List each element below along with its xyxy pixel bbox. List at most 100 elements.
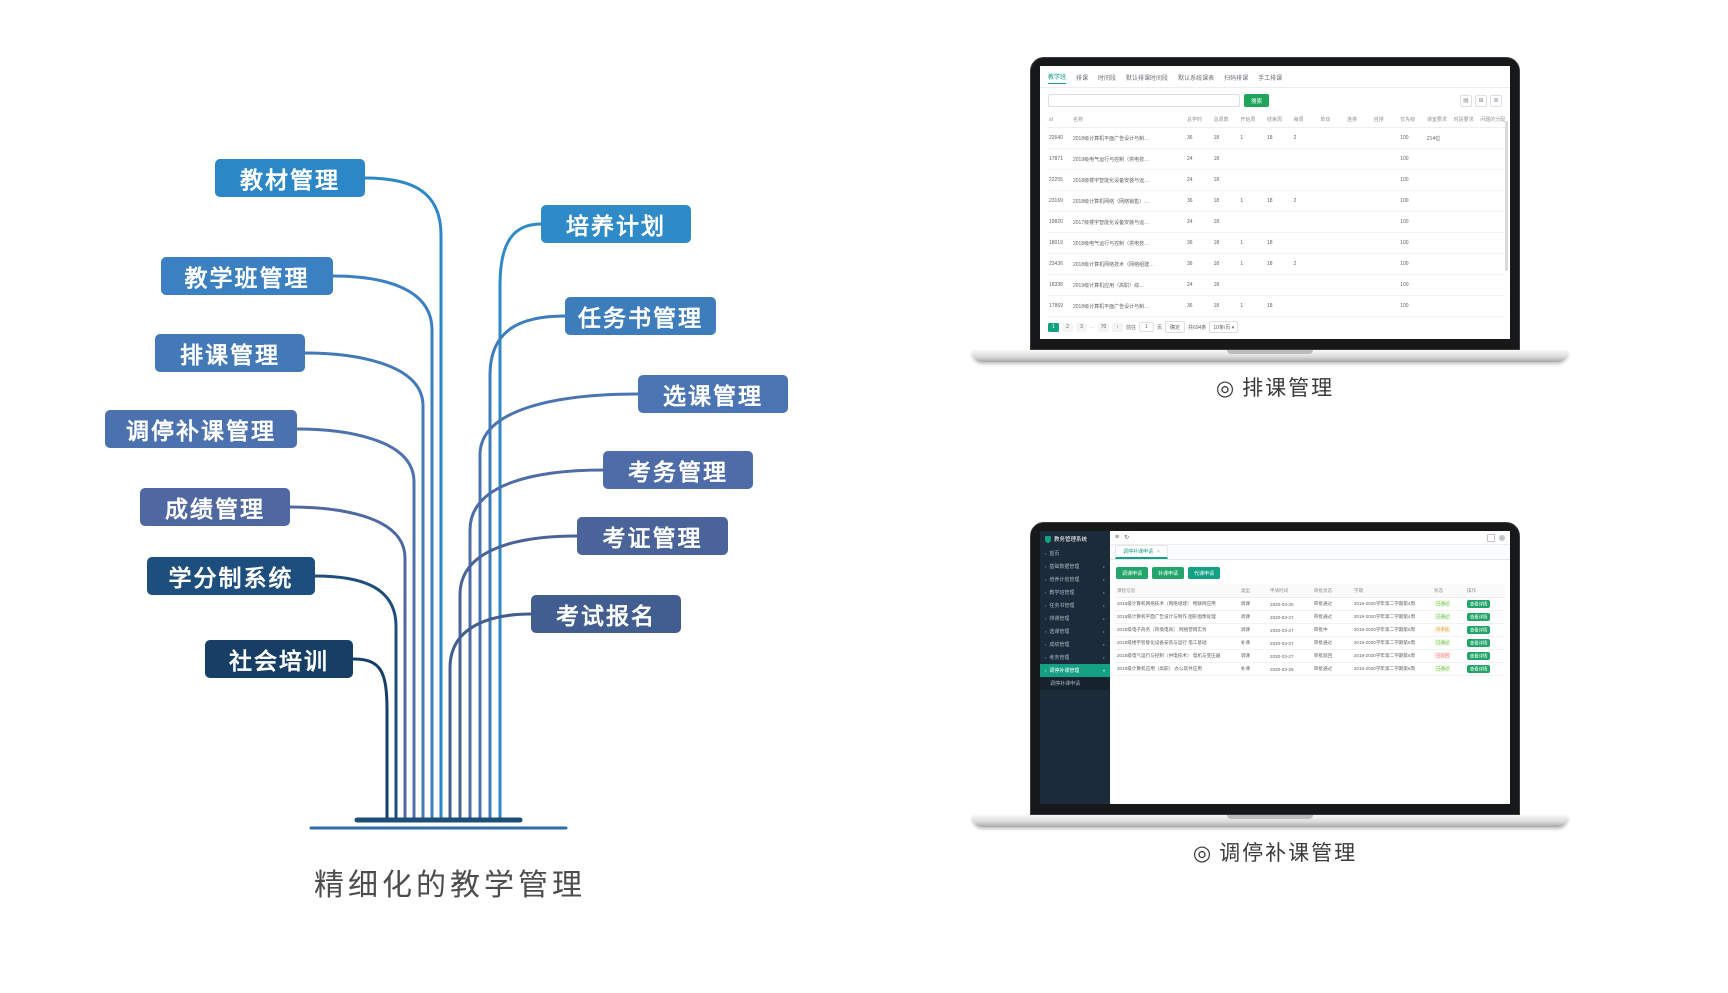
caption-text: 排课管理: [1242, 377, 1335, 400]
table-cell: [1478, 295, 1505, 317]
avatar[interactable]: [1499, 534, 1505, 541]
table-cell: 审批驳回: [1311, 649, 1352, 663]
table-cell: [1451, 190, 1479, 212]
adjust-class-button[interactable]: 调课申请: [1116, 567, 1149, 579]
sidebar-item-exam-affairs[interactable]: ▪考务管理▸: [1040, 651, 1110, 664]
table-cell: [1264, 211, 1292, 233]
table-cell: [1478, 274, 1505, 296]
confirm-button[interactable]: 确定: [1165, 321, 1186, 333]
table-cell: 2020-03-26: [1268, 662, 1312, 676]
sidebar-item-course-selection[interactable]: ▪选课管理▸: [1040, 625, 1110, 638]
page-button[interactable]: 70: [1098, 322, 1109, 332]
sidebar-item-makeup-apply[interactable]: 调停补课申请: [1040, 677, 1110, 690]
table-cell: [1238, 211, 1265, 233]
table-cell: 17869: [1047, 295, 1071, 317]
table-cell: [1424, 274, 1452, 296]
tab-default-timetable[interactable]: 默认系统课表: [1178, 76, 1215, 82]
table-cell: 18: [1211, 274, 1239, 296]
fullscreen-icon[interactable]: [1487, 533, 1495, 542]
next-page-button[interactable]: ›: [1112, 322, 1123, 332]
sidebar-item-task-book[interactable]: ▪任务书管理▸: [1040, 599, 1110, 612]
table-cell: 22255: [1047, 169, 1071, 191]
tab-scan-scheduling[interactable]: 扫码排课: [1224, 76, 1249, 82]
chevron-right-icon: ▸: [1102, 616, 1105, 621]
list-view-icon[interactable]: ▤: [1460, 94, 1472, 107]
hamburger-icon[interactable]: ≡: [1115, 534, 1120, 541]
sidebar-item-scheduling[interactable]: ▪排课管理▸: [1040, 612, 1110, 625]
page-button[interactable]: 2: [1062, 322, 1073, 332]
table-cell: 18019: [1047, 232, 1071, 254]
search-input[interactable]: [1048, 94, 1240, 107]
sidebar-item-teaching-class[interactable]: ▪教学班管理▸: [1040, 586, 1110, 599]
sidebar-item-training-plan[interactable]: ▪培养计划管理▸: [1040, 573, 1110, 586]
view-detail-button[interactable]: 查看详情: [1466, 625, 1491, 634]
table-cell: [1424, 190, 1452, 212]
tab-manual-scheduling[interactable]: 手工排课: [1258, 76, 1283, 82]
substitute-class-button[interactable]: 代课申请: [1188, 567, 1221, 579]
tab-teaching-class[interactable]: 教学班: [1048, 72, 1067, 84]
per-page-select[interactable]: 10条/页 ▾: [1209, 321, 1239, 333]
table-cell: 36: [1185, 253, 1212, 275]
close-icon[interactable]: ×: [1157, 548, 1160, 555]
grid-view-icon[interactable]: ⊞: [1475, 94, 1487, 107]
table-cell: 查看详情: [1464, 636, 1505, 650]
table-cell: [1291, 274, 1319, 296]
table-cell: 1: [1238, 253, 1265, 275]
sidebar-item-grades[interactable]: ▪成绩管理▸: [1040, 638, 1110, 651]
table-cell: [1291, 232, 1319, 254]
table-cell: 2018级计算机平面广告设计与制…: [1071, 295, 1185, 317]
table-cell: [1371, 127, 1399, 149]
table-header-row: id 名称 总学时 总周数 开始周 结束周 每周 单双 连排 自排 优先级 课室…: [1047, 112, 1505, 128]
table-cell: [1318, 295, 1345, 317]
circle-bullet-icon: ◎: [1215, 377, 1237, 400]
laptop1-screen: 教学班 排课 时间段 默认排课时间段 默认系统课表 扫码排课 手工排课 搜索 ▤…: [1030, 57, 1520, 350]
view-detail-button[interactable]: 查看详情: [1466, 651, 1491, 660]
menu-dot-icon: ▪: [1045, 603, 1047, 608]
makeup-class-button[interactable]: 补课申请: [1152, 567, 1185, 579]
tab-makeup-apply[interactable]: 调停补课申请 ×: [1115, 545, 1168, 559]
main-area: ≡ ↻ 调停补课申请 × 调课申请 补课申请 代课申请: [1110, 531, 1510, 804]
table-cell: 24: [1185, 169, 1212, 191]
table-cell: 2020-03-27: [1268, 636, 1312, 650]
table-cell: [1424, 295, 1452, 317]
laptop2-display: 教务管理系统 ▪首页 ▪基础数据管理▸ ▪培养计划管理▸ ▪教学班管理▸ ▪任务…: [1040, 531, 1510, 804]
sidebar-item-makeup-management[interactable]: ▪调停补课管理▾: [1040, 664, 1110, 677]
view-detail-button[interactable]: 查看详情: [1466, 638, 1491, 647]
tab-default-slots[interactable]: 默认排课时间段: [1126, 76, 1169, 82]
table-cell: [1371, 211, 1399, 233]
status-badge: 已通过: [1434, 600, 1452, 607]
tab-time-slot[interactable]: 时间段: [1098, 76, 1117, 82]
page-button[interactable]: 1: [1048, 322, 1059, 332]
view-detail-button[interactable]: 查看详情: [1466, 612, 1491, 621]
table-cell: 2019-2020学年第二学期第4周: [1351, 610, 1433, 624]
table-cell: [1291, 169, 1319, 191]
sidebar-item-label: 考务管理: [1049, 655, 1070, 661]
tab-label: 调停补课申请: [1123, 549, 1154, 555]
tree-node-exam-registration: 考试报名: [531, 595, 681, 633]
table-cell: [1451, 211, 1479, 233]
view-detail-button[interactable]: 查看详情: [1466, 664, 1491, 673]
sidebar-item-home[interactable]: ▪首页: [1040, 547, 1110, 560]
view-detail-button[interactable]: 查看详情: [1466, 599, 1491, 608]
tab-scheduling[interactable]: 排课: [1076, 76, 1089, 82]
table-cell: [1318, 190, 1345, 212]
table-cell: [1344, 253, 1372, 275]
table-cell: 已通过: [1432, 597, 1465, 611]
table-cell: 待审核: [1432, 623, 1465, 637]
table-cell: 调课: [1238, 597, 1269, 611]
scrollbar[interactable]: [1505, 121, 1508, 271]
table-cell: 18: [1264, 190, 1292, 212]
chevron-right-icon: ▸: [1102, 603, 1105, 608]
refresh-icon[interactable]: ↻: [1124, 535, 1130, 541]
page-button[interactable]: 3: [1076, 322, 1087, 332]
table-cell: 19820: [1047, 211, 1071, 233]
page-jump-input[interactable]: 1: [1139, 322, 1155, 332]
search-button[interactable]: 搜索: [1244, 94, 1270, 107]
table-cell: 2019级电气运行与控制（供电技…: [1071, 148, 1185, 170]
settings-icon[interactable]: ≣: [1490, 94, 1502, 107]
table-cell: [1318, 211, 1345, 233]
sidebar-item-base-data[interactable]: ▪基础数据管理▸: [1040, 560, 1110, 573]
